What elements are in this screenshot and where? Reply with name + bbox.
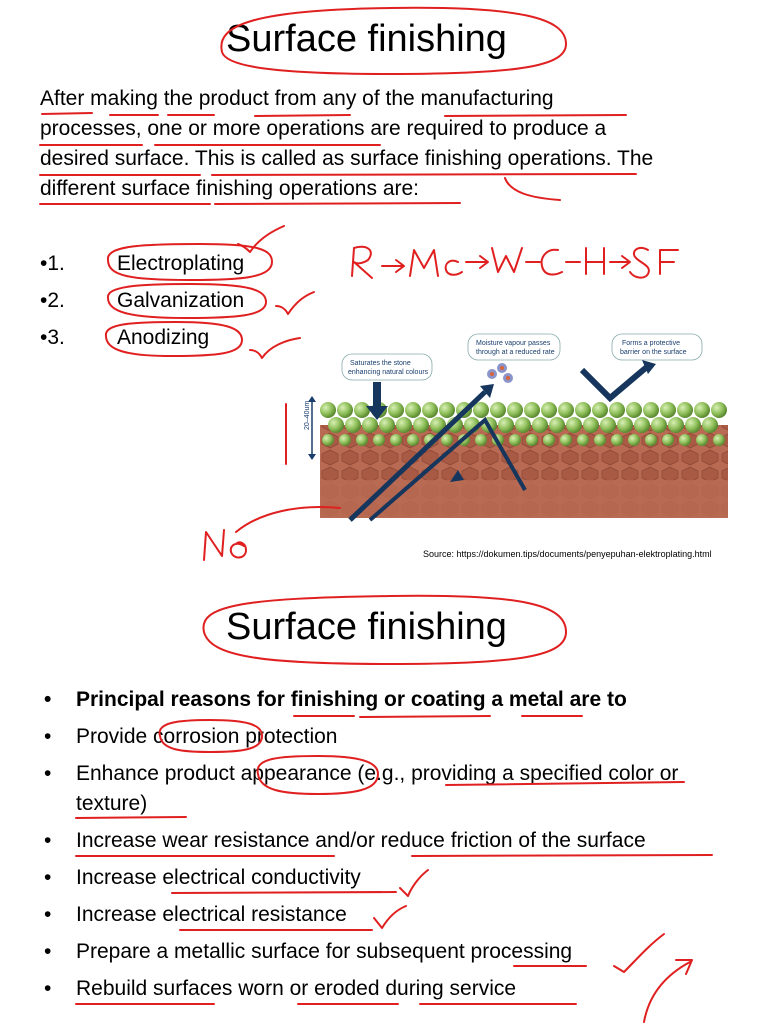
- callout-middle-line: through at a reduced rate: [476, 349, 555, 356]
- sealer-sphere: [339, 434, 351, 446]
- sealer-sphere: [439, 402, 455, 418]
- sealer-sphere: [541, 402, 557, 418]
- sealer-sphere: [662, 434, 674, 446]
- sealer-sphere: [592, 402, 608, 418]
- paragraph-line: After making the product from any of the…: [40, 87, 554, 110]
- sealer-sphere: [594, 434, 606, 446]
- sealer-sphere: [651, 417, 667, 433]
- sealer-sphere: [643, 402, 659, 418]
- list-item: Rebuild surfaces worn or eroded during s…: [40, 974, 740, 1004]
- source-citation: Source: https://dokumen.tips/documents/p…: [423, 549, 712, 559]
- sealer-sphere: [543, 434, 555, 446]
- list-item-electroplating: Electroplating: [117, 252, 245, 275]
- sealer-sphere: [696, 434, 708, 446]
- sealer-sphere: [390, 434, 402, 446]
- sealer-sphere: [694, 402, 710, 418]
- sealer-sphere: [328, 417, 344, 433]
- sealer-sphere: [626, 402, 642, 418]
- sealer-sphere: [558, 402, 574, 418]
- callout-left-line: enhancing natural colours: [348, 369, 429, 376]
- list-heading: Principal reasons for finishing or coati…: [40, 685, 740, 715]
- sealer-sphere: [560, 434, 572, 446]
- list-number: •2.: [40, 289, 65, 312]
- sealer-sphere: [628, 434, 640, 446]
- sealer-sphere: [566, 417, 582, 433]
- sealer-sphere: [322, 434, 334, 446]
- sealer-sphere: [490, 402, 506, 418]
- sealer-sphere: [634, 417, 650, 433]
- slide1-title: Surface finishing: [226, 18, 507, 60]
- sealer-sphere: [611, 434, 623, 446]
- sealer-sphere: [609, 402, 625, 418]
- paragraph-line: different surface finishing operations a…: [40, 177, 420, 200]
- sealer-sphere: [413, 417, 429, 433]
- sealer-sphere: [713, 434, 725, 446]
- sealer-sphere: [356, 434, 368, 446]
- sealer-sphere: [524, 402, 540, 418]
- list-number: •1.: [40, 252, 65, 275]
- sealer-sphere: [373, 434, 385, 446]
- sealer-sphere: [405, 402, 421, 418]
- sealer-sphere: [617, 417, 633, 433]
- sealer-sphere: [407, 434, 419, 446]
- list-item: Increase electrical resistance: [40, 900, 740, 930]
- slide2-title: Surface finishing: [226, 606, 507, 648]
- sealer-sphere: [702, 417, 718, 433]
- coating-diagram: 20–40um Saturates the stone enhancing na…: [304, 333, 728, 522]
- list-item: Increase wear resistance and/or reduce f…: [40, 826, 740, 856]
- slide1-paragraph: After making the product from any of the…: [40, 84, 760, 204]
- sealer-sphere: [507, 402, 523, 418]
- sealer-sphere: [441, 434, 453, 446]
- callout-right-line: barrier on the surface: [620, 349, 687, 356]
- sealer-sphere: [509, 434, 521, 446]
- sealer-sphere: [396, 417, 412, 433]
- sealer-sphere: [345, 417, 361, 433]
- sealer-sphere: [422, 402, 438, 418]
- sealer-sphere: [583, 417, 599, 433]
- sealer-sphere: [577, 434, 589, 446]
- paragraph-line: desired surface. This is called as surfa…: [40, 147, 654, 170]
- sealer-sphere: [600, 417, 616, 433]
- sealer-sphere: [668, 417, 684, 433]
- sealer-sphere: [532, 417, 548, 433]
- callout-right-line: Forms a protective: [622, 340, 680, 347]
- list-item-galvanization: Galvanization: [117, 289, 245, 312]
- sealer-sphere: [362, 417, 378, 433]
- sealer-sphere: [677, 402, 693, 418]
- list-number: •3.: [40, 326, 65, 349]
- list-item: Increase electrical conductivity: [40, 863, 740, 893]
- sealer-sphere: [679, 434, 691, 446]
- sealer-sphere: [473, 402, 489, 418]
- sealer-sphere: [337, 402, 353, 418]
- list-item: Provide corrosion protection: [40, 722, 740, 752]
- sealer-sphere: [475, 434, 487, 446]
- sealer-sphere: [685, 417, 701, 433]
- depth-label: 20–40um: [304, 401, 311, 430]
- paragraph-line: processes, one or more operations are re…: [40, 117, 607, 140]
- sealer-sphere: [388, 402, 404, 418]
- list-item: Prepare a metallic surface for subsequen…: [40, 937, 740, 967]
- sealer-sphere: [526, 434, 538, 446]
- callout-left-line: Saturates the stone: [350, 360, 411, 367]
- sealer-sphere: [660, 402, 676, 418]
- sealer-sphere: [320, 402, 336, 418]
- sealer-sphere: [430, 417, 446, 433]
- list-item-anodizing: Anodizing: [117, 326, 210, 349]
- sealer-sphere: [575, 402, 591, 418]
- sealer-sphere: [379, 417, 395, 433]
- sealer-spheres: [320, 402, 727, 446]
- sealer-sphere: [645, 434, 657, 446]
- sealer-sphere: [498, 417, 514, 433]
- callout-middle-line: Moisture vapour passes: [476, 340, 551, 347]
- sealer-sphere: [549, 417, 565, 433]
- sealer-sphere: [711, 402, 727, 418]
- reasons-list: Principal reasons for finishing or coati…: [40, 685, 740, 1011]
- sealer-sphere: [515, 417, 531, 433]
